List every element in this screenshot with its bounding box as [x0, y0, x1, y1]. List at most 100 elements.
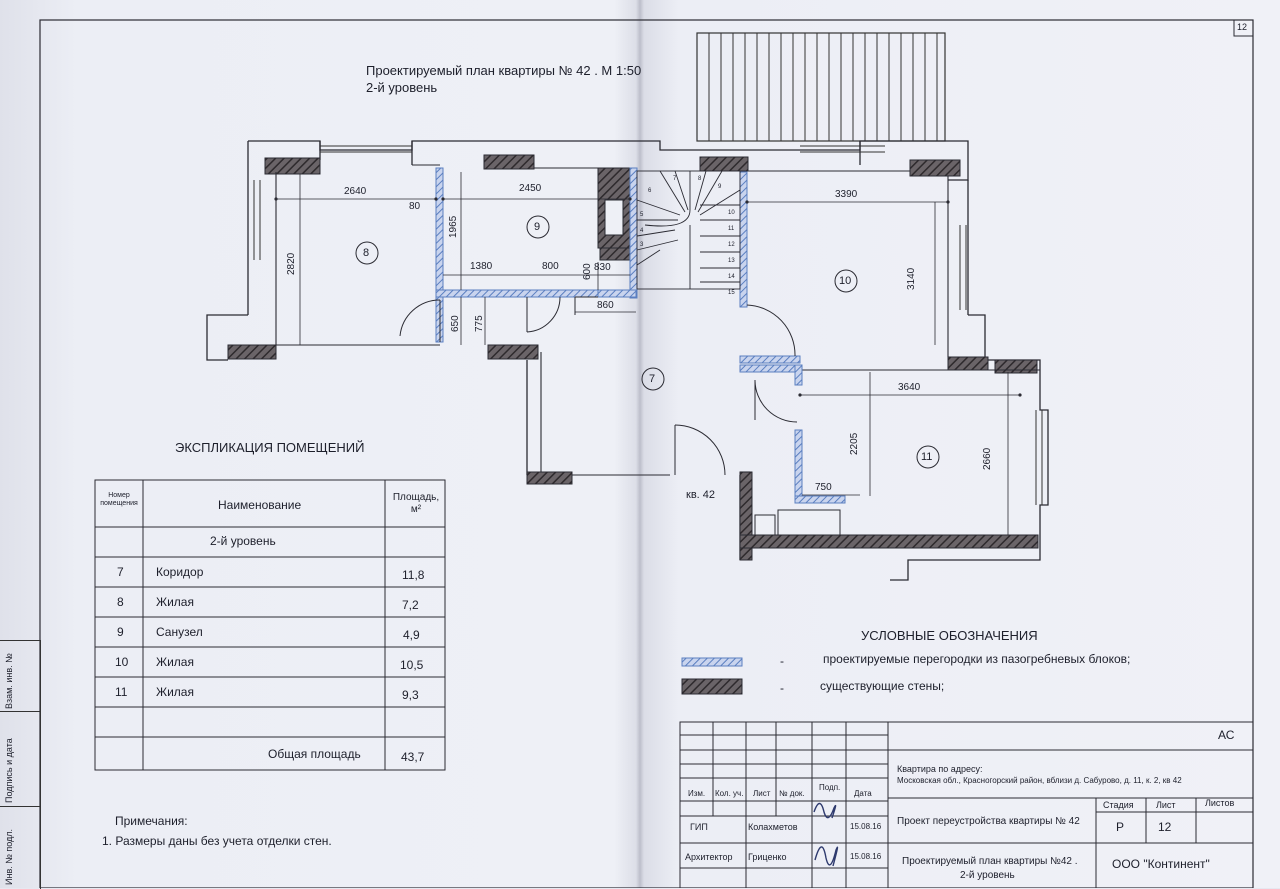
stamp-company: ООО "Континент" [1112, 857, 1210, 871]
side-label-vzam: Взам. инв. № [4, 653, 14, 709]
stamp-stage-value: Р [1116, 820, 1125, 834]
apartment-label: кв. 42 [686, 489, 716, 501]
stair-step: 4 [640, 228, 644, 234]
sheet-number: 12 [1237, 22, 1248, 32]
stamp-address-label: Квартира по адресу: [897, 764, 983, 774]
stamp-architect-name: Гриценко [748, 852, 787, 862]
dim-label: 2205 [849, 432, 860, 455]
page-fold [636, 0, 644, 888]
legend-title: УСЛОВНЫЕ ОБОЗНАЧЕНИЯ [861, 628, 1038, 643]
level-row: 2-й уровень [210, 534, 276, 548]
row-number: 8 [117, 595, 124, 609]
dim-label: 80 [409, 201, 421, 212]
dim-label: 860 [597, 300, 614, 311]
row-number: 7 [117, 565, 124, 579]
row-area: 4,9 [403, 628, 420, 642]
row-area: 10,5 [400, 658, 424, 672]
stamp-sheet-value: 12 [1158, 820, 1172, 834]
dim-label: 1965 [448, 215, 459, 238]
stamp-drawing-subtitle: 2-й уровень [960, 870, 1015, 881]
stamp-address: Московская обл., Красногорский район, вб… [897, 776, 1182, 785]
row-number: 9 [117, 625, 124, 639]
stair-step: 15 [728, 290, 735, 296]
notes-item: 1. Размеры даны без учета отделки стен. [102, 834, 332, 848]
dim-label: 2640 [344, 186, 367, 197]
row-name: Жилая [156, 595, 194, 609]
stair-step: 5 [640, 212, 644, 218]
row-name: Санузел [156, 625, 203, 639]
side-label-podp: Подпись и дата [4, 738, 14, 803]
stamp-col-doc: № док. [779, 789, 805, 798]
room-number-7: 7 [649, 373, 656, 385]
stamp-gip-role: ГИП [690, 822, 708, 832]
stamp-code: АС [1218, 728, 1235, 742]
stamp-architect-date: 15.08.16 [850, 852, 882, 861]
stair-step: 8 [698, 176, 702, 182]
room-number-8: 8 [363, 247, 370, 259]
room-number-10: 10 [839, 275, 852, 287]
plan-title: Проектируемый план квартиры № 42 . М 1:5… [366, 63, 642, 78]
notes-title: Примечания: [115, 814, 188, 828]
stair-step: 9 [718, 184, 722, 190]
dim-label: 3640 [898, 382, 921, 393]
legend-dash: - [780, 681, 784, 695]
dim-label: 750 [815, 482, 832, 493]
dim-label: 1380 [470, 261, 493, 272]
legend-partitions-label: проектируемые перегородки из пазогребнев… [823, 652, 1131, 666]
legend-walls-label: существующие стены; [820, 679, 945, 693]
row-name: Жилая [156, 655, 194, 669]
stair-step: 11 [728, 226, 735, 232]
stamp-gip-name: Колахметов [748, 822, 798, 832]
header-area: Площадь, м² [392, 492, 440, 515]
row-name: Коридор [156, 565, 204, 579]
stamp-sheets-label: Листов [1205, 798, 1235, 808]
stair-step: 3 [640, 242, 644, 248]
row-area: 11,8 [402, 568, 425, 582]
total-label: Общая площадь [268, 747, 361, 761]
header-room-number: Номер помещения [100, 492, 138, 507]
dim-label: 830 [594, 262, 611, 273]
stair-step: 12 [728, 242, 735, 248]
stamp-architect-role: Архитектор [685, 852, 733, 862]
dim-label: 650 [450, 315, 461, 332]
dim-label: 600 [582, 263, 593, 280]
side-stamp-divider [0, 806, 40, 807]
side-stamp: Взам. инв. № Подпись и дата Инв. № подл. [0, 640, 41, 889]
explication-title: ЭКСПЛИКАЦИЯ ПОМЕЩЕНИЙ [175, 440, 365, 455]
stamp-col-kol: Кол. уч. [715, 789, 744, 798]
stair-step: 14 [728, 274, 735, 280]
dim-label: 3390 [835, 189, 858, 200]
plan-subtitle: 2-й уровень [366, 80, 438, 95]
stair-step: 10 [728, 210, 735, 216]
stamp-col-list: Лист [753, 789, 771, 798]
stamp-col-izm: Изм. [688, 789, 706, 798]
side-label-inv: Инв. № подл. [4, 828, 14, 885]
dim-label: 3140 [906, 267, 917, 290]
stamp-sheet-label: Лист [1156, 800, 1176, 810]
dim-label: 775 [474, 315, 485, 332]
row-number: 11 [115, 685, 128, 699]
dim-label: 800 [542, 261, 559, 272]
stamp-project: Проект переустройства квартиры № 42 [897, 816, 1080, 827]
stamp-col-podp: Подп. [819, 783, 841, 792]
room-number-9: 9 [534, 221, 541, 233]
dim-label: 2820 [286, 252, 297, 275]
room-number-11: 11 [921, 451, 933, 463]
row-number: 10 [115, 655, 129, 669]
side-stamp-divider [0, 711, 40, 712]
stair-step: 6 [648, 188, 652, 194]
dim-label: 2450 [519, 183, 542, 194]
stamp-gip-date: 15.08.16 [850, 822, 882, 831]
header-name: Наименование [218, 498, 302, 512]
row-area: 7,2 [402, 598, 419, 612]
total-value: 43,7 [401, 750, 425, 764]
stamp-stage-label: Стадия [1103, 800, 1134, 810]
stair-step: 7 [673, 176, 677, 182]
stair-step: 13 [728, 258, 735, 264]
stamp-drawing-title: Проектируемый план квартиры №42 . [902, 856, 1078, 867]
legend-dash: - [780, 654, 784, 668]
row-area: 9,3 [402, 688, 419, 702]
dim-label: 2660 [982, 447, 993, 470]
